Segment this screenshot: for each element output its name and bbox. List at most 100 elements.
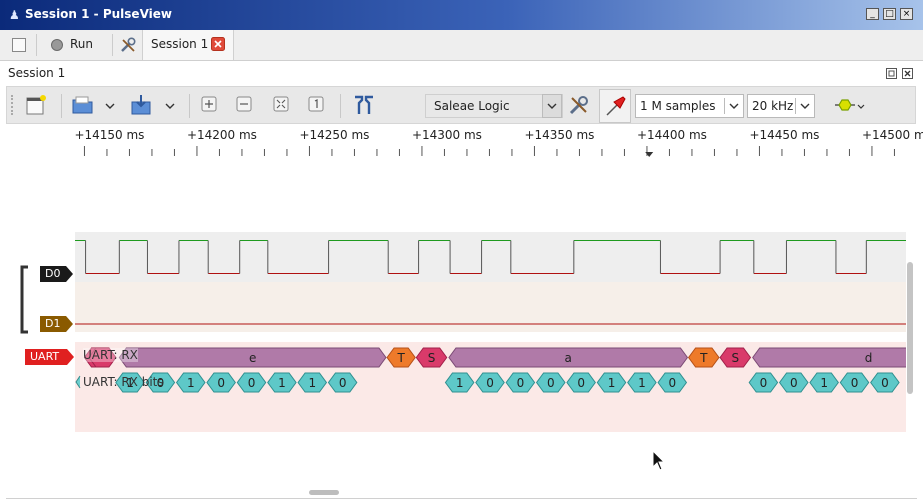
uart-rx-bit-annotation[interactable]: 1 xyxy=(175,372,206,393)
uart-rx-bit-annotation[interactable]: 0 xyxy=(870,372,900,393)
channel-d1-label[interactable]: D1 xyxy=(40,316,74,332)
svg-text:T: T xyxy=(396,351,405,365)
ruler-tick-label: +14400 ms xyxy=(636,128,707,142)
open-icon xyxy=(72,96,93,114)
uart-rx-bit-annotation[interactable]: 1 xyxy=(115,372,145,393)
zoom-in-button[interactable] xyxy=(201,94,219,116)
zoom-one-to-one-button[interactable] xyxy=(308,94,326,116)
horizontal-scrollbar[interactable] xyxy=(309,490,339,495)
uart-rx-bit-annotation[interactable]: 1 xyxy=(267,372,297,393)
new-view-button[interactable] xyxy=(25,94,49,116)
vertical-scrollbar[interactable] xyxy=(907,262,913,394)
float-panel-icon[interactable] xyxy=(886,68,897,79)
svg-text:1: 1 xyxy=(278,376,286,390)
uart-rx-data-annotation[interactable]: e xyxy=(118,347,387,368)
maximize-button[interactable]: □ xyxy=(883,8,896,20)
device-settings-button[interactable] xyxy=(568,94,592,116)
d0-row-background xyxy=(75,232,906,282)
uart-rx-bit-annotation[interactable]: 0 xyxy=(657,372,688,393)
decoder-uart-label[interactable]: UART xyxy=(25,349,75,365)
bits-row-marker-icon xyxy=(75,375,81,389)
cursor-icon xyxy=(355,95,373,114)
svg-text:0: 0 xyxy=(851,376,859,390)
svg-text:1: 1 xyxy=(820,376,828,390)
uart-rx-start-annotation[interactable]: S xyxy=(719,347,752,368)
svg-text:0: 0 xyxy=(248,376,256,390)
cursor-button[interactable] xyxy=(351,94,377,116)
trigger-icon xyxy=(606,96,626,116)
svg-text:e: e xyxy=(249,351,256,365)
bottom-border xyxy=(6,498,917,499)
trigger-button[interactable] xyxy=(599,89,631,123)
uart-rx-start-annotation[interactable]: S xyxy=(415,347,448,368)
ruler-tick-label: +14250 ms xyxy=(299,128,370,142)
svg-text:0: 0 xyxy=(668,376,676,390)
uart-rx-bit-annotation[interactable]: 0 xyxy=(535,372,566,393)
zoom-fit-button[interactable] xyxy=(273,94,291,116)
minimize-button[interactable]: _ xyxy=(866,8,879,20)
run-button[interactable]: Run xyxy=(50,30,110,59)
uart-rx-data-annotation[interactable]: d xyxy=(752,347,906,368)
uart-rx-bit-annotation[interactable]: 1 xyxy=(297,372,328,393)
new-session-button[interactable] xyxy=(8,30,30,59)
uart-rx-bit-annotation[interactable]: 0 xyxy=(748,372,779,393)
uart-rx-stop-annotation[interactable]: T xyxy=(386,347,416,368)
zoom-in-icon xyxy=(201,96,217,112)
svg-text:0: 0 xyxy=(881,376,889,390)
main-toolbar: Saleae Logic 1 M samples 20 kHz xyxy=(6,86,916,124)
svg-text:a: a xyxy=(565,351,572,365)
ruler-tick-label: +14450 ms xyxy=(749,128,820,142)
title-bar: ♟ Session 1 - PulseView _ □ × xyxy=(0,0,923,30)
uart-rx-bit-annotation[interactable]: 0 xyxy=(206,372,236,393)
run-icon xyxy=(51,39,63,51)
svg-text:0: 0 xyxy=(517,376,525,390)
uart-rx-bit-annotation[interactable]: 0 xyxy=(475,372,505,393)
settings-button[interactable] xyxy=(119,30,141,59)
tab-session-1[interactable]: Session 1 xyxy=(142,30,234,60)
channel-d0-label[interactable]: D0 xyxy=(40,266,74,282)
open-button[interactable] xyxy=(71,94,117,116)
channel-group-bracket xyxy=(20,265,28,334)
time-ruler[interactable]: +14150 ms+14200 ms+14250 ms+14300 ms+143… xyxy=(74,127,923,157)
save-button[interactable] xyxy=(129,94,179,116)
settings-icon xyxy=(121,37,136,52)
svg-text:1: 1 xyxy=(608,376,616,390)
uart-rx-bit-annotation[interactable]: 1 xyxy=(444,372,475,393)
uart-rx-bit-annotation[interactable]: 0 xyxy=(839,372,870,393)
close-tab-icon[interactable] xyxy=(211,37,225,51)
samplerate-dropdown-icon xyxy=(800,103,810,109)
uart-rx-bit-annotation[interactable]: 0 xyxy=(145,372,176,393)
uart-rx-start-annotation[interactable] xyxy=(88,347,117,368)
svg-text:T: T xyxy=(699,351,708,365)
uart-rx-bit-annotation[interactable]: 0 xyxy=(505,372,536,393)
samples-selector[interactable]: 1 M samples xyxy=(635,94,744,118)
uart-rx-bit-annotation[interactable]: 0 xyxy=(778,372,809,393)
close-panel-icon[interactable] xyxy=(902,68,913,79)
uart-rx-bit-annotation[interactable]: 1 xyxy=(809,372,839,393)
device-dropdown-icon xyxy=(547,103,557,109)
uart-rx-bit-annotation[interactable]: 0 xyxy=(566,372,596,393)
uart-rx-bit-annotation[interactable]: 1 xyxy=(627,372,657,393)
d0-waveform xyxy=(75,240,906,274)
uart-rx-bit-annotation[interactable]: 0 xyxy=(236,372,267,393)
window-title: Session 1 - PulseView xyxy=(25,7,172,21)
close-window-button[interactable]: × xyxy=(900,8,913,20)
svg-text:1: 1 xyxy=(456,376,464,390)
uart-rx-stop-annotation[interactable]: T xyxy=(687,347,720,368)
device-settings-icon xyxy=(569,96,588,115)
uart-rx-bit-annotation[interactable]: 1 xyxy=(596,372,627,393)
add-decoder-button[interactable] xyxy=(833,94,867,116)
zoom-out-button[interactable] xyxy=(236,94,254,116)
samples-value: 1 M samples xyxy=(640,99,716,113)
samplerate-selector[interactable]: 20 kHz xyxy=(747,94,815,118)
uart-rx-bits-row-label: UART: RX bits xyxy=(83,375,164,389)
device-selector[interactable]: Saleae Logic xyxy=(425,94,563,118)
device-name: Saleae Logic xyxy=(434,99,510,113)
svg-text:0: 0 xyxy=(547,376,555,390)
samples-dropdown-icon xyxy=(729,103,739,109)
uart-rx-data-annotation[interactable]: a xyxy=(448,347,689,368)
uart-rx-bit-annotation[interactable]: 0 xyxy=(327,372,358,393)
